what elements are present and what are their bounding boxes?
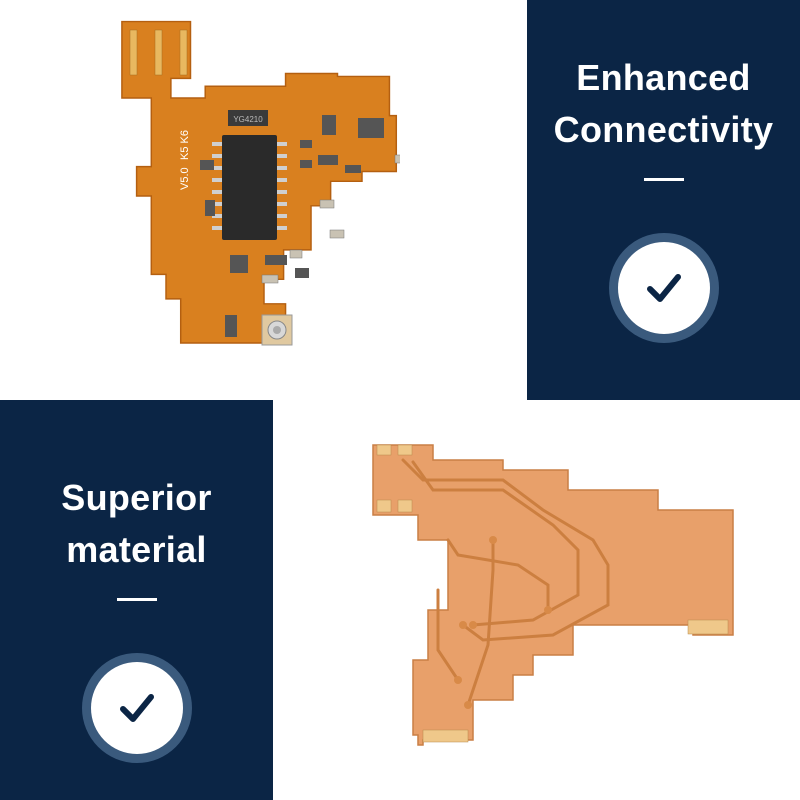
pcb-front-image: YG4210 V5.0 (121, 20, 400, 346)
feature-panel-connectivity: Enhanced Connectivity (527, 0, 800, 452)
pcb-back-image (372, 444, 734, 746)
divider-dash (643, 178, 684, 181)
feature-title-connectivity: Enhanced Connectivity (553, 57, 774, 150)
pcb-front-image-area: YG4210 V5.0 (0, 0, 400, 400)
silkscreen-version: V5.0 (179, 167, 191, 190)
check-circle-icon (608, 233, 719, 343)
check-circle-icon (81, 653, 192, 763)
chip-label: YG4210 (233, 115, 263, 124)
divider-dash (116, 598, 157, 601)
silkscreen-model: K5 K6 (179, 130, 191, 160)
feature-panel-material: Superior material (0, 400, 273, 800)
feature-title-material: Superior material (61, 477, 212, 570)
pcb-back-image-area (273, 400, 800, 800)
